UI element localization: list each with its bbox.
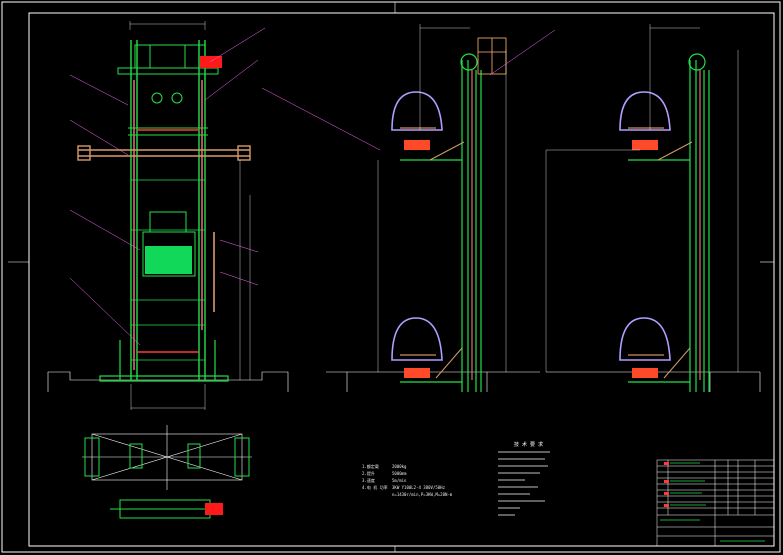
mast-right	[688, 53, 710, 392]
leader-left-2	[261, 87, 381, 151]
leader-left	[489, 29, 556, 76]
base-frame	[99, 340, 229, 382]
red-crossbars	[137, 129, 199, 353]
side-elevation-right	[545, 24, 761, 392]
side-elevation-left	[261, 24, 556, 392]
spec-label-2: 2.提升	[362, 470, 375, 476]
drive-motor	[200, 56, 222, 68]
front-elevation-view	[47, 21, 289, 410]
bottom-dimension	[130, 384, 206, 410]
title-block	[656, 459, 775, 547]
dimensions-left	[377, 24, 507, 372]
lower-car-right	[619, 317, 691, 383]
main-columns	[130, 40, 206, 380]
top-drive-assembly	[117, 44, 219, 136]
upper-car-left	[391, 91, 465, 161]
spec-value-1: 2000kg	[392, 464, 407, 469]
plan-motor	[205, 503, 223, 515]
ground-line	[47, 371, 289, 392]
spec-value-3: 5m/min	[392, 478, 407, 483]
spec-label-3: 3.速度	[362, 477, 375, 483]
carriage-frame	[142, 211, 196, 277]
plan-view	[82, 425, 252, 519]
ground-line-left	[326, 371, 540, 392]
technical-notes: 技 术 要 求	[498, 441, 550, 516]
upper-car-right	[619, 91, 693, 161]
spec-label-4: 4.电 机 功率	[362, 484, 388, 490]
mast-left	[460, 53, 482, 392]
leader-lines	[69, 27, 266, 346]
outrigger-beam	[77, 145, 251, 161]
spec-table: 1.额定载 2000kg 2.提升 5000mm 3.速度 5m/min 4.电…	[362, 463, 453, 497]
spec-label-1: 1.额定载	[362, 463, 379, 469]
dimensions-right	[545, 24, 739, 372]
spec-line-5: n=1430r/min,P=3KW,M=20N·m	[392, 492, 453, 497]
horizontal-braces	[131, 179, 205, 361]
railing-left	[477, 37, 507, 75]
notes-title: 技 术 要 求	[514, 441, 543, 448]
spec-value-4: 3KW Y100L2-4 380V/50Hz	[392, 485, 446, 490]
top-dimension	[129, 21, 206, 30]
lift-chains	[133, 80, 203, 370]
carriage-block	[145, 246, 192, 274]
spec-value-2: 5000mm	[392, 471, 407, 476]
lower-car-left	[391, 317, 463, 383]
vertical-dimensions	[239, 160, 251, 380]
